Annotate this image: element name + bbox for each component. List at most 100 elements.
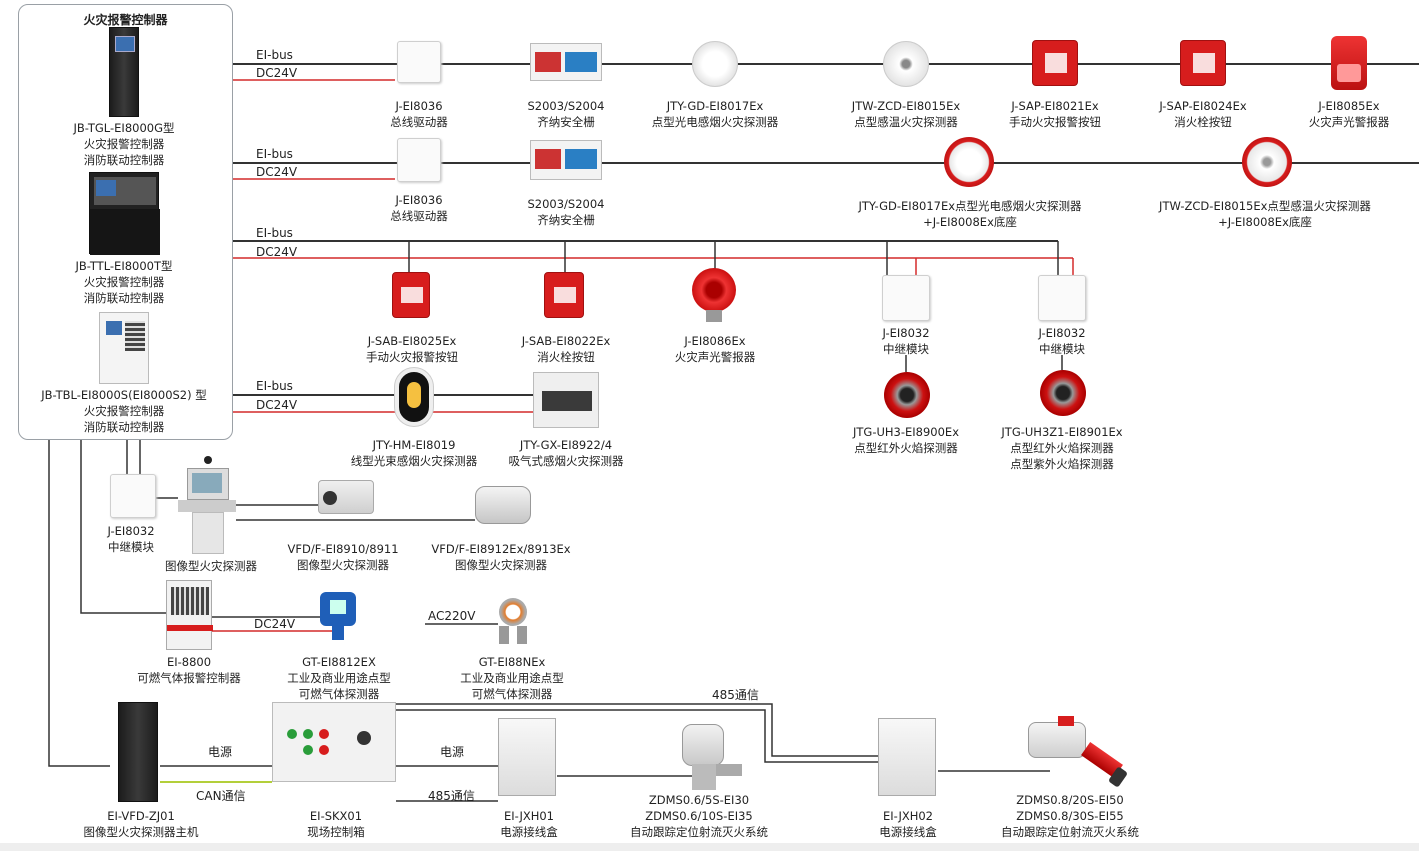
device-label-beam: JTY-HM-EI8019 线型光束感烟火灾探测器 [351,437,478,469]
label-line: JB-TGL-EI8000G型 [73,121,175,135]
device-label-heat-2: JTW-ZCD-EI8015Ex点型感温火灾探测器 +J-EI8008Ex底座 [1159,198,1371,230]
device-label-smoke-1: JTY-GD-EI8017Ex 点型光电感烟火灾探测器 [652,98,779,130]
device-label-image-cam-1: VFD/F-EI8910/8911 图像型火灾探测器 [287,541,398,573]
ei-bus-label: EI-bus [256,379,293,393]
ex-heat-detector-icon [1242,137,1292,187]
label-line: 中继模块 [1039,342,1085,356]
label-line: 齐纳安全栅 [537,213,595,227]
label-line: ZDMS0.6/5S-EI30 [648,793,750,807]
controller-wall-icon [99,312,149,384]
label-line: 图像型火灾探测器 [165,559,257,573]
manual-call-point-icon [1032,40,1078,86]
label-line: 自动跟踪定位射流灭火系统 [630,825,768,839]
device-label-relay-1: J-EI8032 中继模块 [882,325,929,357]
device-label-jxh01: EI-JXH01 电源接线盒 [500,808,558,840]
rs485-link-2 [396,703,878,757]
label-line: VFD/F-EI8912Ex/8913Ex [431,542,571,556]
controller-label-1: JB-TGL-EI8000G型 火灾报警控制器 消防联动控制器 [73,120,174,168]
device-label-hydrant-1: J-SAP-EI8024Ex 消火栓按钮 [1159,98,1246,130]
device-label-manual-1: J-SAP-EI8021Ex 手动火灾报警按钮 [1009,98,1101,130]
ei-bus-label: EI-bus [256,226,293,240]
label-line: 电源接线盒 [879,825,937,839]
vfd-link [48,438,110,767]
label-line: J-SAB-EI8022Ex [521,334,611,348]
label-line: EI-JXH02 [883,809,933,823]
large-water-cannon-icon [1028,712,1129,788]
label-line: S2003/S2004 [527,197,605,211]
device-label-smoke-2: JTY-GD-EI8017Ex点型光电感烟火灾探测器 +J-EI8008Ex底座 [858,198,1081,230]
label-line: JTW-ZCD-EI8015Ex点型感温火灾探测器 [1159,199,1371,213]
device-label-jxh02: EI-JXH02 电源接线盒 [879,808,937,840]
label-line: +J-EI8008Ex底座 [1218,215,1312,229]
aspirating-detector-icon [533,372,599,428]
label-line: 线型光束感烟火灾探测器 [350,454,478,468]
label-line: 图像型火灾探测器 [455,558,547,572]
label-line: JTG-UH3Z1-EI8901Ex [1001,425,1123,439]
power-junction-box-icon [878,718,936,796]
label-line: 吸气式感烟火灾探测器 [508,454,624,468]
label-line: 工业及商业用途点型 [460,671,564,685]
vfd-host-cabinet-icon [118,702,158,802]
label-line: JB-TTL-EI8000T型 [75,259,173,273]
label-line: 总线驱动器 [390,209,448,223]
ei-bus-label: EI-bus [256,147,293,161]
label-line: J-EI8032 [882,326,930,340]
label-line: 点型红外火焰探测器 [1010,441,1114,455]
device-label-gas-det-1: GT-EI8812EX 工业及商业用途点型 可燃气体探测器 [287,654,391,702]
label-line: J-SAP-EI8024Ex [1159,99,1247,113]
rs485-label: 485通信 [428,789,475,803]
controller-label-2: JB-TTL-EI8000T型 火灾报警控制器 消防联动控制器 [75,258,172,306]
device-label-bus-driver-1: J-EI8036 总线驱动器 [390,98,448,130]
zener-barrier-icon [530,140,602,180]
device-label-hydrant-2: J-SAB-EI8022Ex 消火栓按钮 [522,333,611,365]
ac220v-label: AC220V [428,609,476,623]
device-label-flame-1: JTG-UH3-EI8900Ex 点型红外火焰探测器 [853,424,959,456]
device-label-sounder-2: J-EI8086Ex 火灾声光警报器 [675,333,756,365]
sounder-base-icon [706,310,722,322]
sounder-beacon-icon [1331,36,1367,90]
label-line: 可燃气体报警控制器 [137,671,241,685]
label-line: 火灾声光警报器 [1308,115,1390,129]
power-junction-box-icon [498,718,556,796]
image-console-icon [178,456,236,554]
label-line: 消火栓按钮 [1174,115,1232,129]
controller-desk-icon [89,172,160,255]
relay-module-icon [882,275,930,321]
device-label-skx: EI-SKX01 现场控制箱 [307,808,365,840]
device-label-image-console: 图像型火灾探测器 [165,558,257,574]
power-label: 电源 [208,745,233,759]
label-line: J-EI8032 [107,524,155,538]
rs485-link-3 [396,709,878,763]
label-line: S2003/S2004 [527,99,605,113]
controller-label-3: JB-TBL-EI8000S(EI8000S2) 型 火灾报警控制器 消防联动控… [41,387,207,435]
label-line: VFD/F-EI8910/8911 [287,542,399,556]
label-line: J-EI8036 [395,193,443,207]
label-line: 电源接线盒 [500,825,558,839]
device-label-barrier-2: S2003/S2004 齐纳安全栅 [527,196,604,228]
bus-driver-icon [397,138,441,182]
gas-controller-link [80,438,166,614]
label-line: 现场控制箱 [307,825,365,839]
label-line: 可燃气体探测器 [471,687,553,701]
label-line: +J-EI8008Ex底座 [923,215,1017,229]
dc24v-label: DC24V [256,245,298,259]
device-label-aspirating: JTY-GX-EI8922/4 吸气式感烟火灾探测器 [509,437,624,469]
power-label: 电源 [440,745,465,759]
label-line: GT-EI88NEx [478,655,546,669]
label-line: 手动火灾报警按钮 [1009,115,1101,129]
device-label-barrier-1: S2003/S2004 齐纳安全栅 [527,98,604,130]
label-line: ZDMS0.8/20S-EI50 [1016,793,1124,807]
hydrant-button-icon [1180,40,1226,86]
bus-driver-icon [397,41,441,83]
ex-gas-detector-icon [485,594,541,646]
zener-barrier-icon [530,43,602,81]
label-line: JB-TBL-EI8000S(EI8000S2) 型 [41,388,207,402]
gas-controller-icon [166,580,213,650]
relay-module-icon [1038,275,1086,321]
label-line: ZDMS0.8/30S-EI55 [1016,809,1124,823]
label-line: JTY-GX-EI8922/4 [519,438,613,452]
smoke-detector-icon [692,41,738,87]
ex-hydrant-button-icon [544,272,584,318]
label-line: ZDMS0.6/10S-EI35 [645,809,753,823]
label-line: JTY-GD-EI8017Ex点型光电感烟火灾探测器 [858,199,1082,213]
